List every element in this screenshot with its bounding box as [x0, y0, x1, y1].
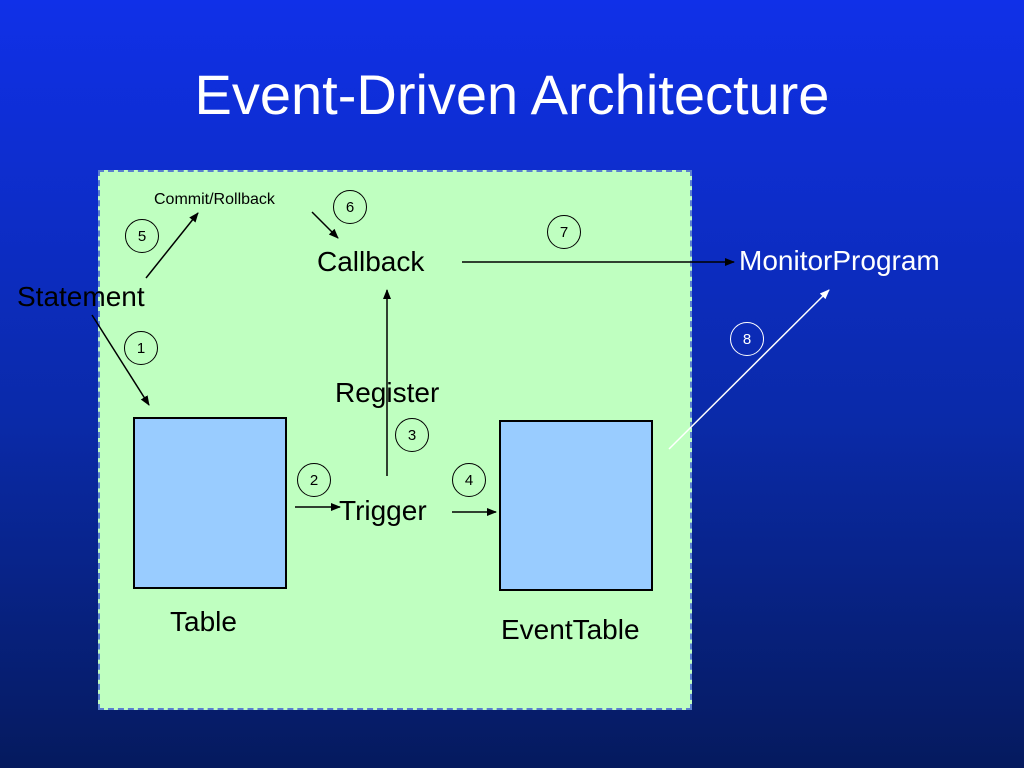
register-label: Register — [335, 377, 440, 408]
arrow-event-table-to-monitor — [668, 289, 830, 450]
callback-label: Callback — [317, 246, 425, 277]
step-badge-5: 5 — [125, 219, 159, 253]
statement-label: Statement — [17, 281, 145, 312]
table-label: Table — [170, 606, 237, 637]
step-badge-7: 7 — [547, 215, 581, 249]
step-badge-6: 6 — [333, 190, 367, 224]
event-table-label: EventTable — [501, 614, 640, 645]
trigger-label: Trigger — [339, 495, 427, 526]
step-badge-4: 4 — [452, 463, 486, 497]
commit-rollback-label: Commit/Rollback — [154, 191, 275, 208]
table-box — [133, 417, 287, 589]
slide-title: Event-Driven Architecture — [194, 63, 830, 126]
monitor-program-label: MonitorProgram — [739, 245, 940, 276]
event-table-box — [499, 420, 653, 591]
step-badge-8: 8 — [730, 322, 764, 356]
step-badge-3: 3 — [395, 418, 429, 452]
step-badge-2: 2 — [297, 463, 331, 497]
step-badge-1: 1 — [124, 331, 158, 365]
